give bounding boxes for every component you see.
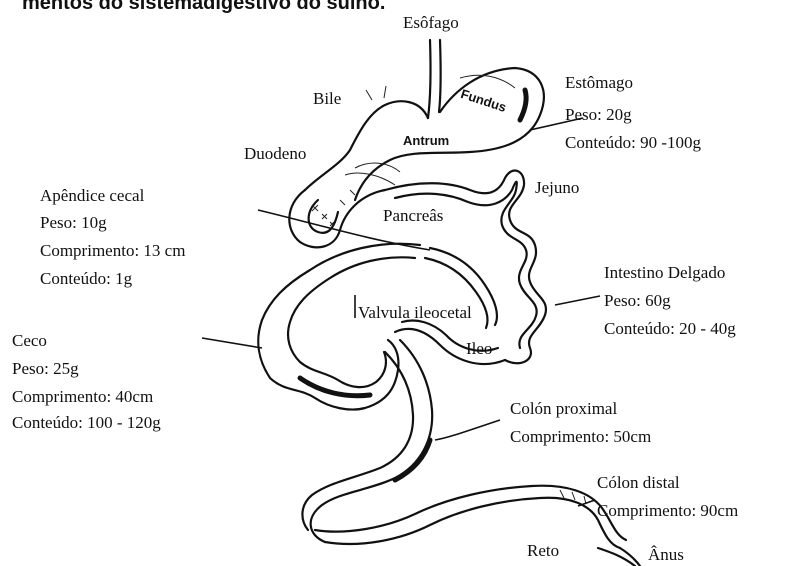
distal-colon-shape	[315, 486, 626, 548]
label-ileo: Ileo	[466, 338, 492, 360]
label-estomago-conteudo: Conteúdo: 90 -100g	[565, 132, 701, 154]
label-apendice-peso: Peso: 10g	[40, 212, 107, 234]
label-apendice-conteudo: Conteúdo: 1g	[40, 268, 132, 290]
proximal-colon-shape	[302, 340, 432, 542]
label-colon-distal-title: Cólon distal	[597, 472, 680, 494]
label-bile: Bile	[313, 88, 341, 110]
esophagus-shape	[428, 40, 441, 118]
label-colon-proximal-comprimento: Comprimento: 50cm	[510, 426, 651, 448]
jejunum-shape	[385, 171, 546, 364]
label-colon-distal-comprimento: Comprimento: 90cm	[597, 500, 738, 522]
label-pancreas: Pancreâs	[383, 205, 443, 227]
label-ceco-title: Ceco	[12, 330, 47, 352]
label-esofago: Esôfago	[403, 12, 459, 34]
rectum-shape	[598, 548, 640, 566]
label-jejuno: Jejuno	[535, 177, 579, 199]
label-valvula: Valvula ileocetal	[358, 302, 472, 324]
label-ceco-peso: Peso: 25g	[12, 358, 79, 380]
label-antrum: Antrum	[403, 130, 449, 152]
label-colon-proximal-title: Colón proximal	[510, 398, 617, 420]
label-estomago-peso: Peso: 20g	[565, 104, 632, 126]
label-reto: Reto	[527, 540, 559, 562]
figure-caption: mentos do sistemadigestivo do suíno.	[22, 0, 385, 15]
label-ceco-comprimento: Comprimento: 40cm	[12, 386, 153, 408]
label-apendice-comprimento: Comprimento: 13 cm	[40, 240, 185, 262]
cecum-shape	[258, 244, 420, 410]
label-intestino-title: Intestino Delgado	[604, 262, 725, 284]
label-intestino-peso: Peso: 60g	[604, 290, 671, 312]
label-ceco-conteudo: Conteúdo: 100 - 120g	[12, 412, 161, 434]
label-anus: Ânus	[648, 544, 684, 566]
label-intestino-conteudo: Conteúdo: 20 - 40g	[604, 318, 736, 340]
label-duodeno: Duodeno	[244, 143, 306, 165]
label-estomago-title: Estômago	[565, 72, 633, 94]
label-apendice-title: Apêndice cecal	[40, 185, 144, 207]
